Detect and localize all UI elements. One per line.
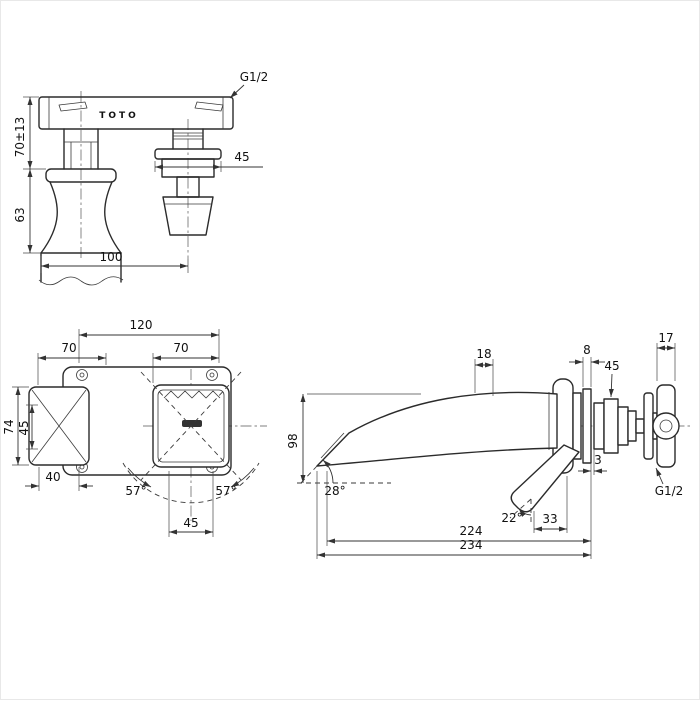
valve-body-side — [572, 388, 645, 464]
dim-label-57-left: 57° — [125, 484, 146, 498]
thread-label-side: G1/2 — [655, 484, 684, 498]
dim-label-45-side: 45 — [604, 359, 619, 373]
spout-side — [316, 391, 558, 467]
dim-label-70-left: 70 — [61, 341, 76, 355]
dim-label-98: 98 — [286, 433, 300, 448]
dim-label-224: 224 — [460, 524, 483, 538]
angle-28: 28° — [297, 459, 391, 498]
dim-234: 234 — [316, 471, 591, 559]
dim-label-45-handle: 45 — [17, 420, 31, 435]
dim-height-70: 70±13 — [13, 96, 46, 170]
dim-70-right: 70 — [152, 341, 219, 383]
break-line — [38, 276, 124, 286]
supply-fitting — [643, 384, 680, 468]
dim-74: 74 — [2, 386, 29, 466]
dim-label-33: 33 — [542, 512, 557, 526]
dim-3: 3 — [578, 449, 607, 475]
dim-120: 120 — [78, 318, 220, 363]
handle-side-view — [38, 128, 124, 286]
front-view: 120 70 70 74 45 — [2, 318, 267, 537]
dim-label-57-right: 57° — [215, 484, 236, 498]
spout-front — [122, 371, 260, 504]
spout-valve-side — [154, 128, 222, 236]
dim-label-8: 8 — [583, 343, 591, 357]
dim-label-22: 22° — [501, 511, 522, 525]
side-view: 18 8 45 17 98 28° — [286, 331, 691, 559]
dim-63: 63 — [13, 169, 41, 254]
lever-side — [510, 444, 580, 513]
dim-45-handle: 45 — [17, 404, 38, 450]
swing-arc — [122, 462, 260, 504]
handle-front — [28, 386, 90, 466]
dim-label-234: 234 — [460, 538, 483, 552]
dim-45-side: 45 — [604, 359, 620, 398]
dim-label-17: 17 — [658, 331, 673, 345]
angle-22: 22° — [501, 498, 532, 525]
dim-label-70-13: 70±13 — [13, 117, 27, 158]
dim-label-18: 18 — [476, 347, 491, 361]
dim-8: 8 — [569, 343, 605, 387]
dim-label-120: 120 — [130, 318, 153, 332]
dim-label-45-top: 45 — [234, 150, 249, 164]
dim-label-100: 100 — [100, 250, 123, 264]
dim-33: 33 — [533, 476, 568, 533]
thread-label-top: G1/2 — [240, 70, 269, 84]
dim-label-70-right: 70 — [173, 341, 188, 355]
dim-98: 98 — [286, 393, 421, 483]
brand-logo: TOTO — [99, 111, 139, 121]
dim-224: 224 — [326, 463, 592, 559]
dim-label-45-spout: 45 — [183, 516, 198, 530]
thread-callout-side: G1/2 — [655, 467, 684, 498]
dim-label-28: 28° — [324, 484, 345, 498]
dim-label-40: 40 — [45, 470, 60, 484]
dim-label-74: 74 — [2, 419, 16, 434]
dim-18: 18 — [474, 347, 494, 396]
dim-45-spout: 45 — [168, 471, 214, 537]
mixer-body: TOTO — [38, 96, 234, 130]
dim-label-3: 3 — [594, 453, 602, 467]
thread-callout-top: G1/2 — [229, 70, 269, 99]
dim-100: 100 — [40, 250, 189, 273]
knurl-pattern — [163, 390, 221, 399]
top-view: TOTO — [13, 70, 269, 286]
dim-label-63: 63 — [13, 207, 27, 222]
dim-45-top: 45 — [154, 150, 263, 172]
dim-40: 40 — [25, 467, 93, 491]
dim-70-left: 70 — [37, 341, 107, 385]
dim-17: 17 — [656, 331, 676, 381]
outlet-slot — [182, 420, 202, 427]
